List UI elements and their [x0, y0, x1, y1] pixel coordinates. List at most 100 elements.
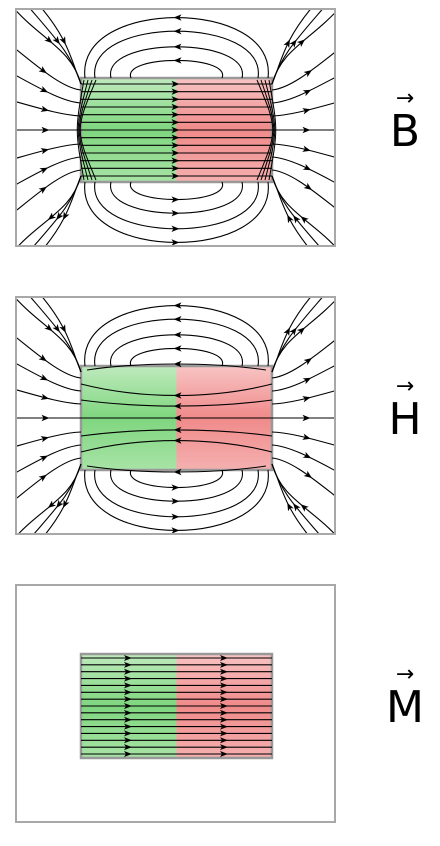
- arrowhead: [44, 35, 53, 44]
- arrowhead: [300, 216, 309, 224]
- arrowhead: [173, 345, 182, 352]
- arrowhead: [220, 723, 228, 730]
- arrowhead: [171, 149, 180, 157]
- arrowhead: [287, 214, 294, 224]
- arrowhead: [173, 468, 182, 476]
- field-line: [271, 298, 323, 373]
- field-line: [17, 169, 82, 211]
- arrowhead: [171, 88, 180, 95]
- field-line: [30, 298, 82, 373]
- arrowhead: [171, 142, 180, 149]
- field-line: [130, 60, 223, 79]
- arrowhead: [303, 470, 312, 479]
- panel-b-field: [15, 8, 336, 247]
- arrowhead: [303, 182, 312, 191]
- arrowhead: [39, 167, 49, 175]
- arrowhead: [220, 661, 228, 668]
- label-b: → B: [380, 88, 430, 154]
- arrowhead: [124, 730, 132, 737]
- arrowhead: [124, 751, 132, 757]
- arrowhead: [173, 426, 182, 434]
- field-line: [271, 444, 334, 471]
- arrowhead: [40, 393, 50, 400]
- b-field-diagram: [17, 10, 334, 245]
- arrowhead: [173, 331, 182, 338]
- arrowhead: [39, 373, 49, 381]
- arrowhead: [302, 433, 311, 440]
- field-line: [94, 181, 259, 230]
- field-line: [18, 175, 82, 245]
- end-curve: [260, 79, 275, 181]
- field-line: [130, 181, 223, 200]
- arrowhead: [39, 455, 49, 463]
- m-field-diagram: [79, 652, 274, 760]
- arrowhead: [124, 744, 132, 751]
- field-line: [34, 175, 82, 245]
- arrowhead: [220, 751, 228, 757]
- arrowhead: [220, 668, 228, 675]
- arrowhead: [220, 737, 228, 744]
- arrowhead: [171, 134, 180, 141]
- end-curve: [79, 79, 97, 181]
- end-curve: [77, 79, 89, 181]
- arrowhead: [287, 502, 294, 512]
- field-line: [17, 75, 82, 104]
- arrowhead: [293, 503, 301, 512]
- arrowhead: [173, 27, 182, 35]
- arrowhead: [171, 157, 180, 164]
- arrowhead: [173, 43, 182, 50]
- arrowhead: [40, 436, 50, 443]
- arrowhead: [171, 103, 180, 111]
- arrowhead: [220, 703, 228, 709]
- arrowhead: [173, 414, 182, 422]
- arrowhead: [47, 500, 57, 509]
- arrowhead: [171, 165, 180, 172]
- panel-m-field: [15, 584, 336, 823]
- arrowhead: [171, 111, 180, 118]
- arrowhead: [302, 145, 311, 152]
- arrowhead: [171, 513, 180, 521]
- vector-arrow: →: [395, 86, 415, 111]
- field-line: [271, 156, 334, 183]
- arrowhead: [59, 324, 66, 333]
- arrowhead: [220, 682, 228, 689]
- arrowhead: [302, 126, 311, 134]
- field-line: [271, 457, 334, 496]
- field-line: [17, 298, 82, 373]
- field-line: [45, 463, 82, 533]
- arrowhead: [40, 105, 50, 112]
- arrowhead: [173, 57, 182, 64]
- arrowhead: [220, 675, 228, 682]
- arrowhead: [220, 709, 228, 716]
- arrowhead: [62, 211, 70, 221]
- arrowhead: [171, 225, 180, 233]
- arrowhead: [302, 89, 312, 97]
- arrowhead: [171, 80, 180, 88]
- field-line: [271, 298, 311, 373]
- arrowhead: [283, 327, 290, 337]
- field-line: [94, 30, 259, 79]
- arrowhead: [302, 377, 312, 385]
- field-line: [271, 365, 334, 392]
- arrowhead: [124, 703, 132, 709]
- arrowhead: [302, 163, 312, 171]
- arrowhead: [44, 323, 53, 332]
- arrowhead: [124, 661, 132, 668]
- arrowhead: [302, 396, 311, 403]
- field-line: [42, 10, 82, 85]
- field-line: [17, 143, 82, 159]
- arrowhead: [124, 723, 132, 730]
- field-line: [271, 463, 319, 533]
- field-line: [271, 10, 323, 85]
- arrowhead: [289, 327, 297, 336]
- arrowhead: [220, 689, 228, 696]
- field-line: [271, 77, 334, 104]
- arrowhead: [173, 302, 182, 309]
- arrowhead: [303, 357, 312, 366]
- arrowhead: [56, 211, 64, 220]
- field-line: [271, 10, 311, 85]
- arrowhead: [296, 39, 306, 47]
- field-line: [271, 12, 334, 85]
- arrowhead: [293, 215, 301, 224]
- field-line: [271, 169, 334, 208]
